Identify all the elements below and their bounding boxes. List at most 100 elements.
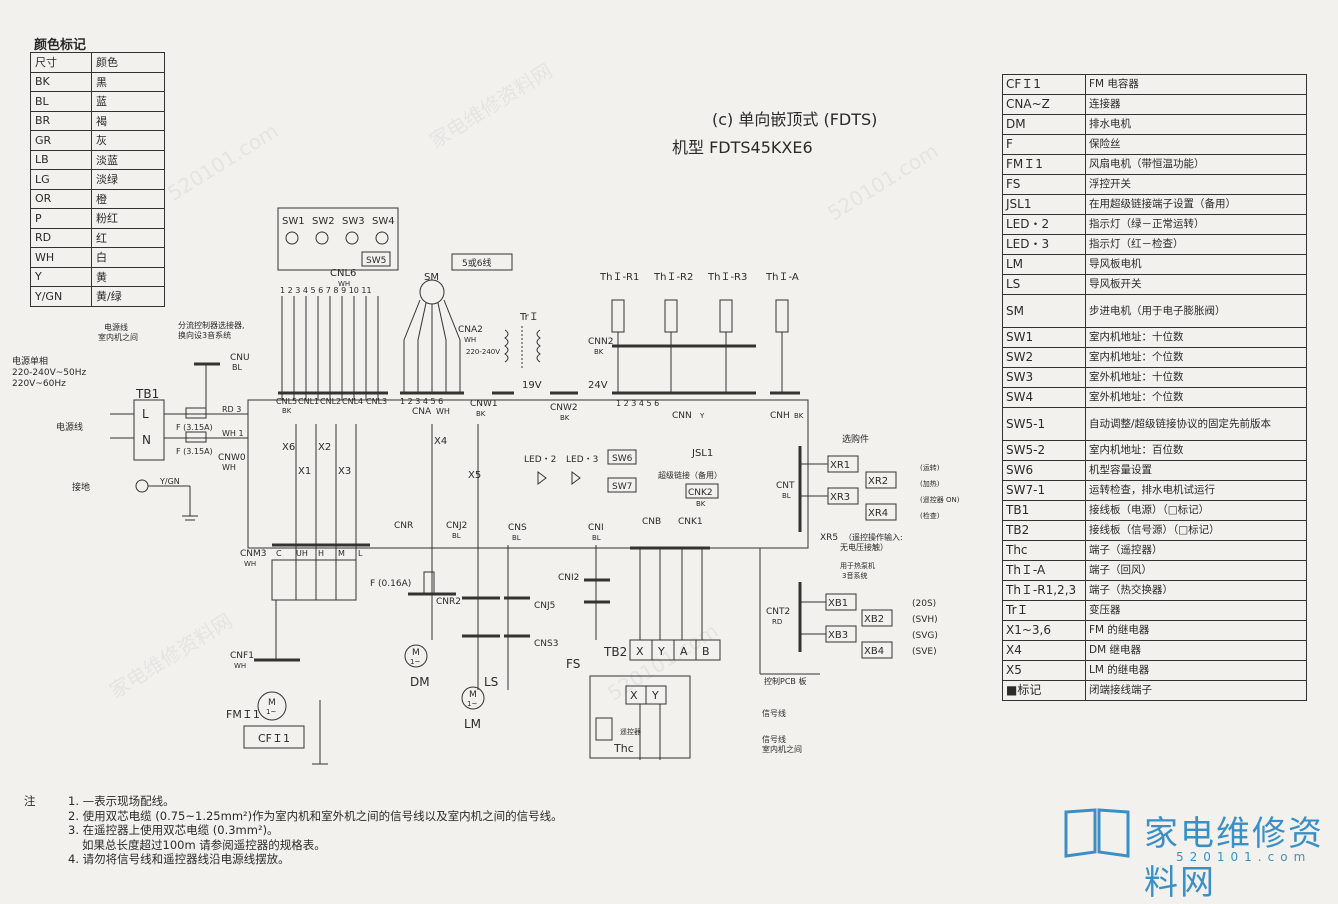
- voltage-24: 24V: [588, 380, 608, 391]
- xr3: XR3: [830, 492, 850, 503]
- book-logo-icon: [1064, 808, 1130, 858]
- component-desc: 连接器: [1085, 94, 1307, 115]
- component-code: LED・3: [1002, 234, 1086, 255]
- component-desc: 指示灯（绿－正常运转）: [1085, 214, 1307, 235]
- cnl6-color: WH: [338, 280, 350, 288]
- component-code: SW2: [1002, 347, 1086, 368]
- cnl2-label: CNL2: [320, 397, 341, 406]
- cnf1-color: WH: [234, 662, 246, 670]
- wiring-diagram: SW1 SW2 SW3 SW4 SW5 CNL6 WH 1 2 3 4 5 6 …: [12, 207, 960, 765]
- sm-label: SM: [424, 272, 439, 283]
- component-code: TrＩ: [1002, 600, 1086, 621]
- cnu-color: BL: [232, 363, 242, 372]
- cnn-pins: 1 2 3 4 5 6: [616, 399, 659, 408]
- options-title: 选购件: [842, 433, 869, 445]
- component-code: LM: [1002, 254, 1086, 275]
- note-4: 4. 请勿将信号线和遥控器线沿电源线摆放。: [68, 852, 290, 866]
- fan-motor-phase: 1~: [266, 708, 276, 716]
- tb2-label: TB2: [603, 645, 627, 659]
- color-legend-title: 颜色标记: [34, 38, 87, 53]
- cnk1-label: CNK1: [678, 517, 703, 527]
- power-line-label: 电源线: [104, 322, 128, 332]
- component-desc: 接线板（信号源）（□标记）: [1085, 520, 1307, 541]
- cnr2-label: CNR2: [436, 597, 461, 607]
- xr4-note: (检查): [920, 511, 940, 520]
- notes-label: 注: [24, 794, 36, 808]
- note-2: 2. 使用双芯电缆 (0.75~1.25mm²)作为室内机和室外机之间的信号线以…: [68, 808, 563, 823]
- component-desc: 室外机地址：十位数: [1085, 367, 1307, 388]
- cnl3-label: CNL3: [366, 397, 387, 406]
- sw7-label: SW7: [612, 482, 632, 492]
- relay-x5: X5: [468, 470, 481, 481]
- component-code: SW1: [1002, 327, 1086, 348]
- sw7-box: [607, 477, 637, 493]
- component-desc: 室内机地址：百位数: [1085, 440, 1307, 461]
- ground-color: Y/GN: [159, 477, 180, 486]
- cnt2-label: CNT2: [766, 607, 790, 617]
- component-row: ■标记闭端接线端子: [1002, 680, 1307, 701]
- cna-color: WH: [436, 407, 450, 416]
- component-desc: DM 继电器: [1085, 640, 1307, 661]
- xb1-note: (20S): [912, 599, 936, 609]
- component-desc: 端子（遥控器）: [1085, 540, 1307, 561]
- component-code: ThＩ-A: [1002, 560, 1086, 581]
- component-code: X4: [1002, 640, 1086, 661]
- component-code: DM: [1002, 114, 1086, 135]
- component-code: CNA~Z: [1002, 94, 1086, 115]
- xr5-note-1: 无电压接触）: [840, 542, 888, 552]
- cnk2-color: BK: [696, 500, 706, 508]
- jsl1-note: 超级链接（备用）: [658, 470, 722, 480]
- cnm3-label: CNM3: [240, 549, 267, 559]
- fuse-1: F (3.15A): [176, 423, 213, 432]
- component-desc: 保险丝: [1085, 134, 1307, 155]
- remote-x: X: [630, 689, 638, 702]
- cna2-label: CNA2: [458, 325, 483, 335]
- cns3-label: CNS3: [534, 639, 558, 649]
- cnt2-note-0: 用于热泵机: [840, 561, 875, 570]
- cnm3-pin-m: M: [338, 549, 345, 558]
- component-desc: 端子（回风）: [1085, 560, 1307, 581]
- component-code: FMＩ1: [1002, 154, 1086, 175]
- tb1-n: N: [142, 433, 151, 447]
- xb3-note: (SVG): [912, 631, 938, 641]
- cni-label: CNI: [588, 523, 604, 533]
- jsl1-label: JSL1: [691, 448, 713, 459]
- cnj5-label: CNJ5: [534, 601, 555, 611]
- xb2-note: (SVH): [912, 615, 938, 625]
- cnl4-label: CNL4: [342, 397, 363, 406]
- thermistor-a: ThＩ-A: [765, 272, 799, 283]
- cnt-color: BL: [782, 492, 791, 500]
- relay-x3: X3: [338, 466, 351, 477]
- component-desc: 排水电机: [1085, 114, 1307, 135]
- cnl1-label: CNL1: [298, 397, 319, 406]
- component-code: TB2: [1002, 520, 1086, 541]
- xr2-note: (加热): [920, 479, 940, 488]
- cnt2-color: RD: [772, 618, 782, 626]
- xr5-note-0: （遥控操作输入:: [844, 532, 903, 542]
- capacitor-label: CFＩ1: [258, 732, 290, 745]
- xr2: XR2: [868, 476, 888, 487]
- tb2-y: Y: [657, 645, 665, 658]
- color-name: 灰: [91, 130, 165, 151]
- power-spec-1: 220-240V~50Hz: [12, 368, 87, 378]
- fan-motor-m: M: [268, 698, 276, 708]
- cna-pins: 1 2 3 4 5 6: [400, 397, 443, 406]
- wh1-label: WH 1: [222, 429, 244, 438]
- cni-color: BL: [592, 534, 601, 542]
- component-desc: 端子（热交换器）: [1085, 580, 1307, 601]
- thermistor-r3: ThＩ-R3: [707, 272, 747, 283]
- power-line-label-2: 电源线: [56, 421, 83, 433]
- cnu-label: CNU: [230, 353, 250, 363]
- component-code: ■标记: [1002, 680, 1086, 701]
